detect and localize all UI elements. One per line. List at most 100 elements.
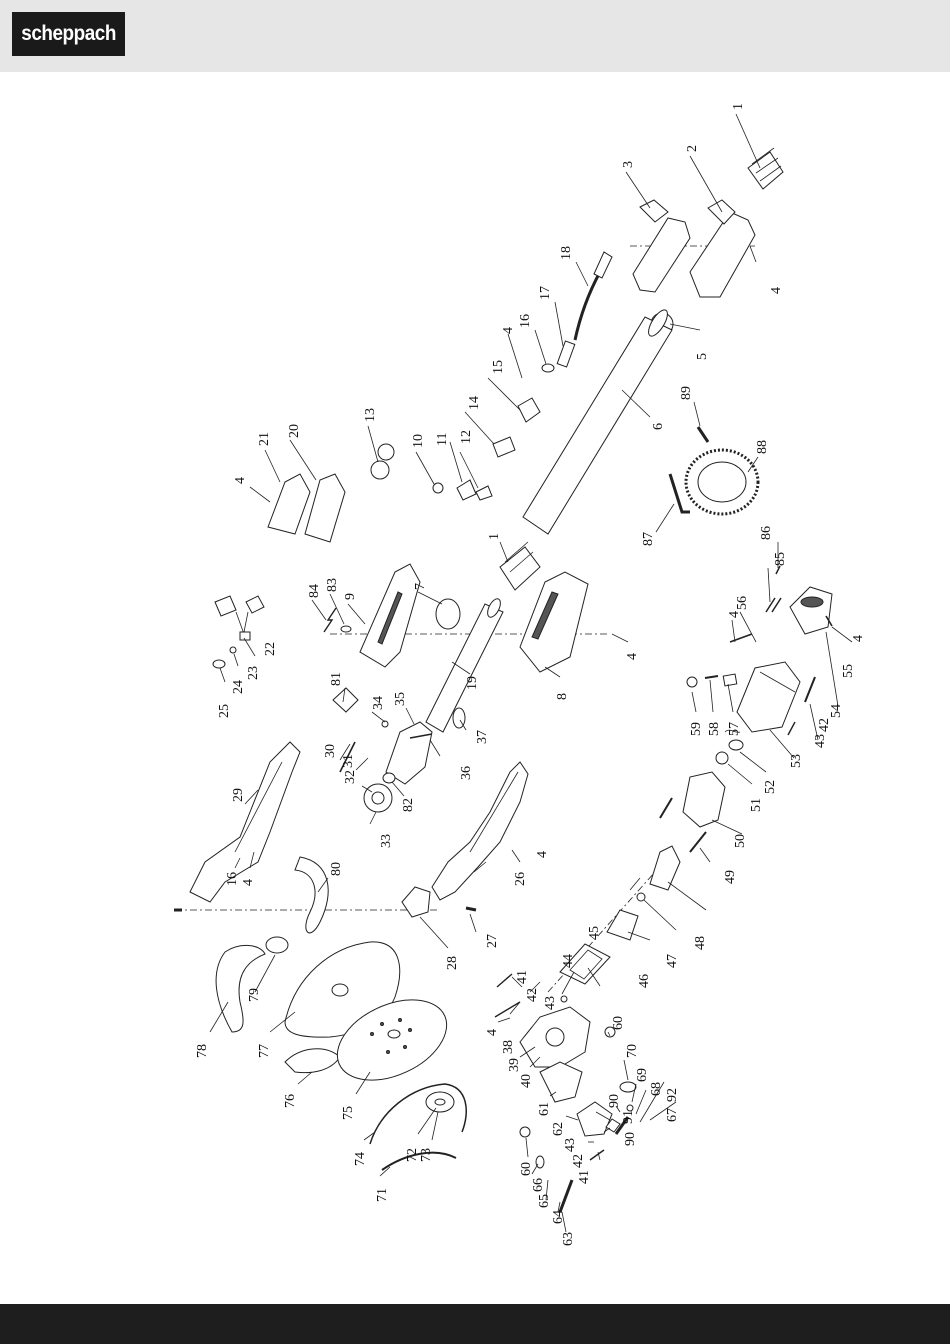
- ref-5: 5: [695, 353, 710, 360]
- ref-4-housing: 4: [625, 653, 640, 660]
- part-bearing-51: [715, 751, 729, 765]
- part-springs-85: [765, 597, 782, 613]
- ref-41-bottom: 41: [577, 1170, 592, 1184]
- part-washer-47: [636, 892, 646, 902]
- ref-42-bottom: 42: [571, 1154, 586, 1168]
- ref-86: 86: [759, 526, 774, 540]
- ref-47: 47: [665, 954, 680, 968]
- ref-4-handle: 4: [769, 287, 784, 294]
- ref-4-cover: 4: [851, 635, 866, 642]
- ref-75: 75: [341, 1106, 356, 1120]
- part-sanding-disc-75: [336, 999, 448, 1081]
- part-lock-12: [475, 485, 493, 501]
- ref-6: 6: [651, 423, 666, 430]
- part-pcb-23: [239, 631, 251, 641]
- part-shaft-63: [558, 1179, 574, 1213]
- part-knob-13: [370, 443, 395, 480]
- ref-11: 11: [435, 433, 450, 446]
- part-screw-left-50: [659, 797, 673, 819]
- ref-22: 22: [263, 642, 278, 656]
- part-velcro-ring-74: [369, 1083, 468, 1145]
- part-adapter-35: [385, 721, 433, 785]
- part-knob-1-top: [747, 147, 784, 190]
- ref-89: 89: [679, 386, 694, 400]
- ref-4-brush: 4: [727, 611, 742, 618]
- part-terminal-14: [492, 436, 516, 458]
- part-spring-65: [535, 1155, 545, 1169]
- part-knob-1-middle: [499, 541, 541, 591]
- exploded-parts-diagram: 1 2 3 4 5 6 18 17 16 4 15 14 12 11 10 13…: [174, 103, 866, 1246]
- part-stator-50: [682, 771, 726, 828]
- part-washer-34: [381, 720, 389, 728]
- ref-19: 19: [465, 676, 480, 690]
- ref-55: 55: [841, 664, 856, 678]
- part-hex-key-87: [668, 473, 690, 514]
- part-rod-89: [696, 426, 710, 443]
- part-shaft-67: [614, 1116, 630, 1135]
- part-cap-25: [212, 659, 226, 669]
- ref-2: 2: [685, 145, 700, 152]
- ref-82: 82: [401, 798, 416, 812]
- page-footer: [0, 1304, 950, 1344]
- ref-72: 72: [405, 1148, 420, 1162]
- ref-14: 14: [467, 396, 482, 410]
- ref-85: 85: [773, 552, 788, 566]
- ref-45: 45: [587, 926, 602, 940]
- ref-90-lower: 90: [623, 1132, 638, 1146]
- ref-65: 65: [537, 1194, 552, 1208]
- ref-12: 12: [459, 430, 474, 444]
- ref-36: 36: [459, 766, 474, 780]
- ref-23: 23: [246, 666, 261, 680]
- part-washer-68: [626, 1104, 634, 1112]
- ref-44: 44: [561, 954, 576, 968]
- ref-25: 25: [217, 704, 232, 718]
- part-adapter-79: [265, 936, 289, 954]
- ref-73: 73: [419, 1148, 434, 1162]
- part-washer-69: [619, 1081, 637, 1093]
- leader-lines: [209, 113, 853, 1233]
- part-cap-52: [724, 729, 744, 751]
- part-housing-9: [359, 563, 421, 668]
- ref-91: 91: [621, 1110, 636, 1124]
- part-washer-60-top: [604, 1026, 616, 1038]
- ref-79: 79: [247, 988, 262, 1002]
- part-housing-8: [519, 571, 589, 673]
- part-switch-15: [517, 397, 541, 423]
- part-bearing-33: [363, 783, 393, 813]
- part-power-cord-18: [573, 251, 613, 341]
- ref-58: 58: [707, 722, 722, 736]
- part-end-cover-55: [789, 586, 833, 635]
- ref-33: 33: [379, 834, 394, 848]
- ref-15: 15: [491, 360, 506, 374]
- part-gear-housing-38: [519, 1006, 591, 1068]
- ref-43-bottom: 43: [563, 1138, 578, 1152]
- ref-4-switch: 4: [501, 327, 516, 334]
- ref-4-handle-26: 4: [535, 851, 550, 858]
- part-backing-pad-72: [425, 1091, 455, 1113]
- part-screws-41: [494, 973, 605, 1161]
- part-screw-27: [465, 906, 477, 912]
- part-slider-11: [456, 479, 477, 501]
- part-hose-78: [215, 945, 266, 1033]
- part-velcro-ring-71: [381, 1151, 457, 1171]
- ref-8: 8: [555, 693, 570, 700]
- part-ring-83: [340, 625, 352, 633]
- part-bearing-46: [606, 909, 639, 941]
- part-pin-30: [339, 741, 356, 773]
- ref-80: 80: [329, 862, 344, 876]
- ref-34: 34: [371, 696, 386, 710]
- ref-1-top: 1: [731, 103, 746, 110]
- part-cord-sleeve-17: [556, 340, 576, 368]
- part-screw-36: [409, 733, 433, 739]
- ref-90-upper: 90: [607, 1094, 622, 1108]
- ref-66: 66: [531, 1178, 546, 1192]
- ref-43-top: 43: [543, 996, 558, 1010]
- part-pin-42-right: [787, 721, 796, 736]
- ref-38: 38: [501, 1040, 516, 1054]
- part-cord-clamp-16: [541, 363, 555, 373]
- ref-60-bottom: 60: [519, 1162, 534, 1176]
- ref-52: 52: [763, 780, 778, 794]
- part-hose-coil-88: [684, 448, 760, 516]
- ref-53: 53: [789, 754, 804, 768]
- part-tube-6: [522, 309, 673, 535]
